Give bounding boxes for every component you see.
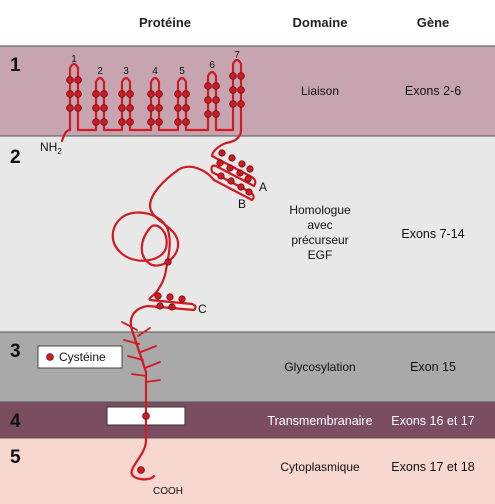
- domain-label-3: Glycosylation: [284, 360, 355, 374]
- egf-repeat-a-chain: [210, 141, 257, 202]
- stalk-chain: [129, 304, 156, 481]
- transmembrane-cysteine: [142, 412, 150, 420]
- gene-label-2: Exons 7-14: [401, 227, 464, 241]
- row-number-1: 1: [10, 55, 21, 76]
- repeat-label-2: 2: [97, 66, 103, 77]
- egf-label-a: A: [259, 180, 267, 194]
- egf-spacer-chain: [111, 165, 216, 292]
- egf-label-b: B: [238, 197, 246, 211]
- egf-spacer-cysteine: [164, 258, 172, 266]
- domain-label-1: Liaison: [301, 84, 339, 98]
- c-terminus-label: COOH: [153, 486, 183, 497]
- gene-label-5: Exons 17 et 18: [391, 460, 474, 474]
- gene-label-3: Exon 15: [410, 360, 456, 374]
- repeat-label-1: 1: [71, 54, 77, 65]
- gene-label-1: Exons 2-6: [405, 84, 461, 98]
- ligand-binding-chain: [60, 58, 243, 145]
- repeat-label-4: 4: [152, 66, 158, 77]
- n-terminus-label: NH2: [40, 140, 62, 156]
- header-gene: Gène: [417, 15, 450, 30]
- repeat-label-6: 6: [209, 60, 215, 71]
- domain-label-2-line-1: Homologue: [289, 203, 351, 217]
- domain-label-2-line-3: précurseur: [291, 233, 348, 247]
- egf-label-c: C: [198, 302, 207, 316]
- domain-label-2-line-4: EGF: [308, 248, 333, 262]
- cysteine-dot: [66, 76, 74, 84]
- repeat-label-5: 5: [179, 66, 185, 77]
- cytoplasmic-cysteine: [137, 466, 145, 474]
- repeat-label-3: 3: [123, 66, 129, 77]
- domain-label-2-line-2: avec: [307, 218, 332, 232]
- row-number-2: 2: [10, 147, 21, 168]
- row-band-1: [0, 46, 495, 136]
- row-band-5: [0, 438, 495, 504]
- cysteine-legend: [37, 345, 123, 369]
- egf-repeat-c-chain: [146, 288, 197, 312]
- egf-repeat-c-cysteines: [154, 292, 186, 311]
- ligand-binding-cysteines: [66, 72, 245, 126]
- row-number-4: 4: [10, 411, 21, 432]
- row-band-4: [0, 402, 495, 438]
- domain-label-4: Transmembranaire: [267, 414, 372, 428]
- header-domain: Domaine: [293, 15, 348, 30]
- header-protein: Protéine: [139, 15, 191, 30]
- row-number-3: 3: [10, 341, 21, 362]
- repeat-label-7: 7: [234, 50, 240, 61]
- glycosylation-branches: [121, 321, 161, 383]
- domain-label-5: Cytoplasmique: [280, 460, 360, 474]
- row-number-5: 5: [10, 447, 21, 468]
- egf-repeat-a-cysteines: [216, 149, 254, 196]
- gene-label-4: Exons 16 et 17: [391, 414, 474, 428]
- legend-label: Cystéine: [59, 350, 106, 364]
- legend-cysteine-dot: [46, 353, 54, 361]
